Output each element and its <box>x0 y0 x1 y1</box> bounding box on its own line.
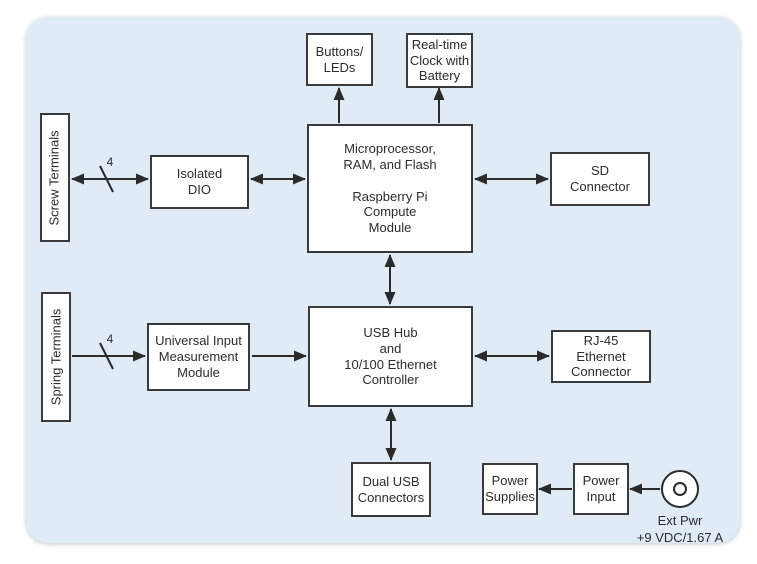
node-power-input: Power Input <box>573 463 629 515</box>
node-isolated-dio: Isolated DIO <box>150 155 249 209</box>
spring-terminals-label: Spring Terminals <box>48 308 64 406</box>
node-buttons-leds: Buttons/ LEDs <box>306 33 373 86</box>
node-sd-connector: SD Connector <box>550 152 650 206</box>
ext-power-connector-icon <box>661 470 699 508</box>
node-realtime-clock: Real-time Clock with Battery <box>406 33 473 88</box>
bus-width-label-dio: 4 <box>106 155 114 169</box>
node-usb-hub: USB Hub and 10/100 Ethernet Controller <box>308 306 473 407</box>
node-universal-input: Universal Input Measurement Module <box>147 323 250 391</box>
node-spring-terminals: Spring Terminals <box>41 292 71 422</box>
node-screw-terminals: Screw Terminals <box>40 113 70 242</box>
screw-terminals-label: Screw Terminals <box>47 129 63 226</box>
ext-power-caption: Ext Pwr +9 VDC/1.67 A <box>615 513 745 547</box>
node-dual-usb: Dual USB Connectors <box>351 462 431 517</box>
diagram-panel <box>26 17 740 543</box>
bus-width-label-measurement: 4 <box>106 332 114 346</box>
ext-power-label: Ext Pwr <box>657 513 703 528</box>
node-microprocessor: Microprocessor, RAM, and Flash Raspberry… <box>307 124 473 253</box>
ext-power-connector-pin <box>673 482 687 496</box>
ext-power-rating: +9 VDC/1.67 A <box>636 529 724 545</box>
node-rj45-connector: RJ-45 Ethernet Connector <box>551 330 651 383</box>
node-power-supplies: Power Supplies <box>482 463 538 515</box>
